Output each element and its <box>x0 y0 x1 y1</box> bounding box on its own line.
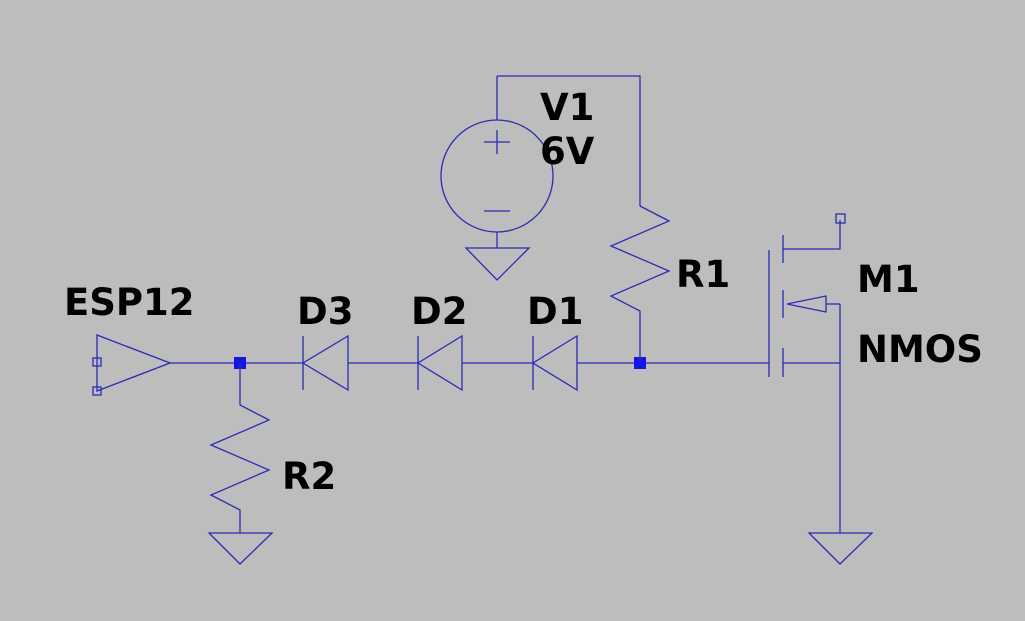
d1-diode-icon[interactable] <box>531 334 578 392</box>
esp12-port-icon[interactable] <box>92 334 172 396</box>
m1-name-label: M1 <box>857 258 920 301</box>
r2-resistor-icon[interactable] <box>209 363 271 533</box>
esp12-label: ESP12 <box>64 281 195 324</box>
m1-ground-icon <box>807 532 874 565</box>
r1-resistor-icon[interactable] <box>609 205 671 363</box>
d3-label: D3 <box>297 290 354 333</box>
v1-voltage-source-icon[interactable] <box>440 76 554 248</box>
r2-label: R2 <box>282 455 337 498</box>
v1-ground-icon <box>464 247 531 281</box>
d2-diode-icon[interactable] <box>416 334 463 392</box>
d3-diode-icon[interactable] <box>301 334 349 392</box>
r1-label: R1 <box>676 253 731 296</box>
m1-type-label: NMOS <box>857 328 983 371</box>
d1-label: D1 <box>527 290 584 333</box>
m1-nmos-icon[interactable] <box>768 213 846 533</box>
r2-ground-icon <box>207 532 274 565</box>
v1-supply-net[interactable] <box>497 75 641 206</box>
v1-name-label: V1 <box>540 86 595 129</box>
v1-value-label: 6V <box>540 130 595 173</box>
d2-label: D2 <box>411 290 468 333</box>
